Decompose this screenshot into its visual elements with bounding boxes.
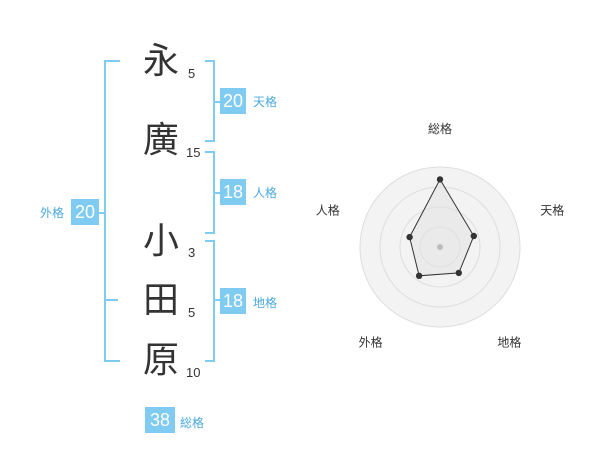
stroke-count-5: 10 [186, 365, 201, 380]
tenkaku-bracket-tick [215, 101, 220, 103]
jinkaku-bracket-tick [215, 192, 220, 194]
tenkaku-value: 20 [220, 88, 246, 114]
gaikaku-bracket-divider [106, 299, 118, 301]
soukaku-label: 総格 [180, 416, 205, 430]
soukaku-value: 38 [145, 407, 175, 433]
chikaku-bracket-tick [215, 299, 220, 301]
radar-point-2 [470, 232, 477, 240]
gaikaku-bracket [104, 60, 120, 362]
radar-point-5 [406, 233, 413, 241]
name-char-5: 原 [142, 340, 179, 381]
radar-center-dot [437, 244, 443, 250]
radar-axis-label-3: 地格 [497, 335, 521, 350]
gaikaku-bracket-tick [96, 212, 104, 214]
jinkaku-bracket [205, 151, 215, 234]
stroke-count-1: 5 [188, 66, 196, 81]
chikaku-label: 地格 [253, 296, 278, 310]
name-char-1: 永 [142, 41, 179, 82]
radar-point-3 [455, 269, 462, 277]
stroke-count-4: 5 [188, 305, 196, 320]
tenkaku-label: 天格 [253, 95, 278, 109]
radar-axis-label-1: 総格 [428, 121, 452, 136]
radar-axis-label-5: 人格 [316, 203, 340, 218]
gaikaku-label: 外格 [40, 206, 65, 220]
name-char-2: 廣 [142, 120, 179, 161]
name-char-3: 小 [142, 221, 179, 262]
radar-point-4 [415, 272, 423, 279]
radar-ring-4 [359, 166, 521, 328]
jinkaku-value: 18 [220, 179, 246, 205]
jinkaku-label: 人格 [253, 186, 278, 200]
stroke-count-3: 3 [188, 245, 196, 260]
stroke-count-2: 15 [186, 145, 201, 160]
radar-axis-label-2: 天格 [540, 203, 564, 218]
radar-series-polygon [409, 178, 475, 277]
radar-point-1 [436, 176, 444, 183]
chikaku-value: 18 [220, 288, 246, 314]
tenkaku-bracket [205, 60, 215, 142]
gaikaku-value: 20 [71, 199, 99, 225]
radar-axis-label-4: 外格 [359, 335, 383, 350]
chikaku-bracket [205, 240, 215, 362]
name-char-4: 田 [142, 280, 179, 321]
